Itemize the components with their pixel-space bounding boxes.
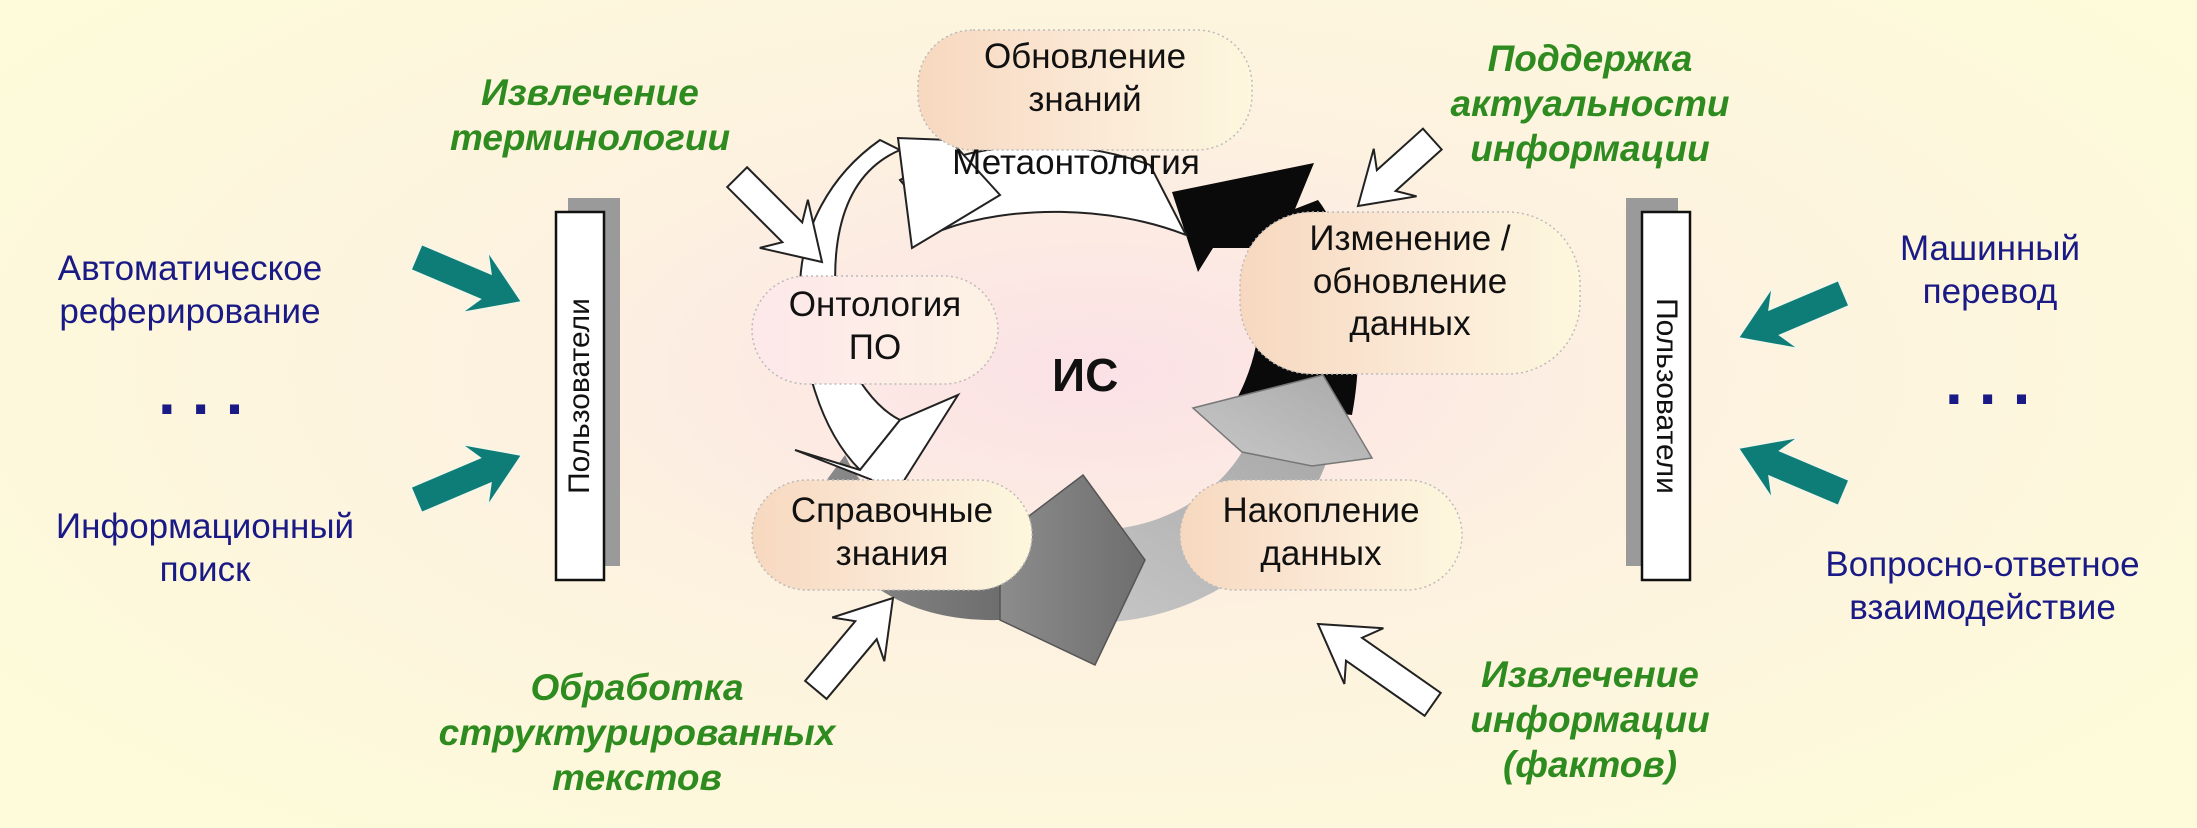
users-label-right: Пользователи xyxy=(1650,298,1683,494)
node-data-accumulation: Накопление данных xyxy=(1222,491,1420,573)
pill-knowledge-update xyxy=(917,29,1253,151)
white-arrow-structured-texts xyxy=(803,596,895,701)
users-label-left: Пользователи xyxy=(563,298,596,494)
users-bar-left xyxy=(554,210,606,582)
app-question-answering: Вопросно-ответное взаимодействие xyxy=(1825,545,2140,627)
cycle-arrowhead-white-left xyxy=(794,392,961,492)
teal-arrow-information-retrieval xyxy=(409,443,524,515)
teal-arrow-machine-translation xyxy=(1736,278,1851,350)
process-fact-extraction: Извлечение информации (фактов) xyxy=(1470,654,1710,786)
node-reference-knowledge: Справочные знания xyxy=(790,491,994,573)
node-change-data: Изменение / обновление данных xyxy=(1309,219,1511,344)
ellipsis-left: ... xyxy=(158,356,260,428)
node-metaontology: Метаонтология xyxy=(952,143,1200,182)
node-domain-ontology: Онтология ПО xyxy=(788,285,962,367)
cycle-arrowhead-white-top xyxy=(896,136,1002,250)
white-arrow-terminology xyxy=(725,165,824,264)
teal-arrow-question-answering xyxy=(1736,436,1851,508)
process-structured-text-processing: Обработка структурированных текстов xyxy=(438,667,836,799)
pill-change-data xyxy=(1239,211,1581,375)
white-arrow-fact-extraction xyxy=(1316,622,1443,718)
ellipsis-right: ... xyxy=(1945,346,2047,418)
process-terminology-extraction: Извлечение терминологии xyxy=(449,72,731,159)
pill-data-accumulation xyxy=(1179,479,1463,591)
pill-domain-ontology xyxy=(751,275,999,385)
center-is-label: ИС xyxy=(1052,349,1119,401)
white-arrow-actuality xyxy=(1356,127,1444,208)
app-machine-translation: Машинный перевод xyxy=(1899,229,2080,311)
users-bar-right xyxy=(1640,210,1692,582)
node-knowledge-update: Обновление знаний xyxy=(983,37,1187,119)
process-information-actuality: Поддержка актуальности информации xyxy=(1450,38,1730,170)
pill-reference-knowledge xyxy=(751,479,1033,591)
app-auto-summarization: Автоматическое реферирование xyxy=(57,249,323,331)
teal-arrow-auto-summarization xyxy=(409,242,524,314)
cycle-arrowhead-light-gray xyxy=(1191,374,1374,467)
app-information-retrieval: Информационный поиск xyxy=(55,507,355,589)
